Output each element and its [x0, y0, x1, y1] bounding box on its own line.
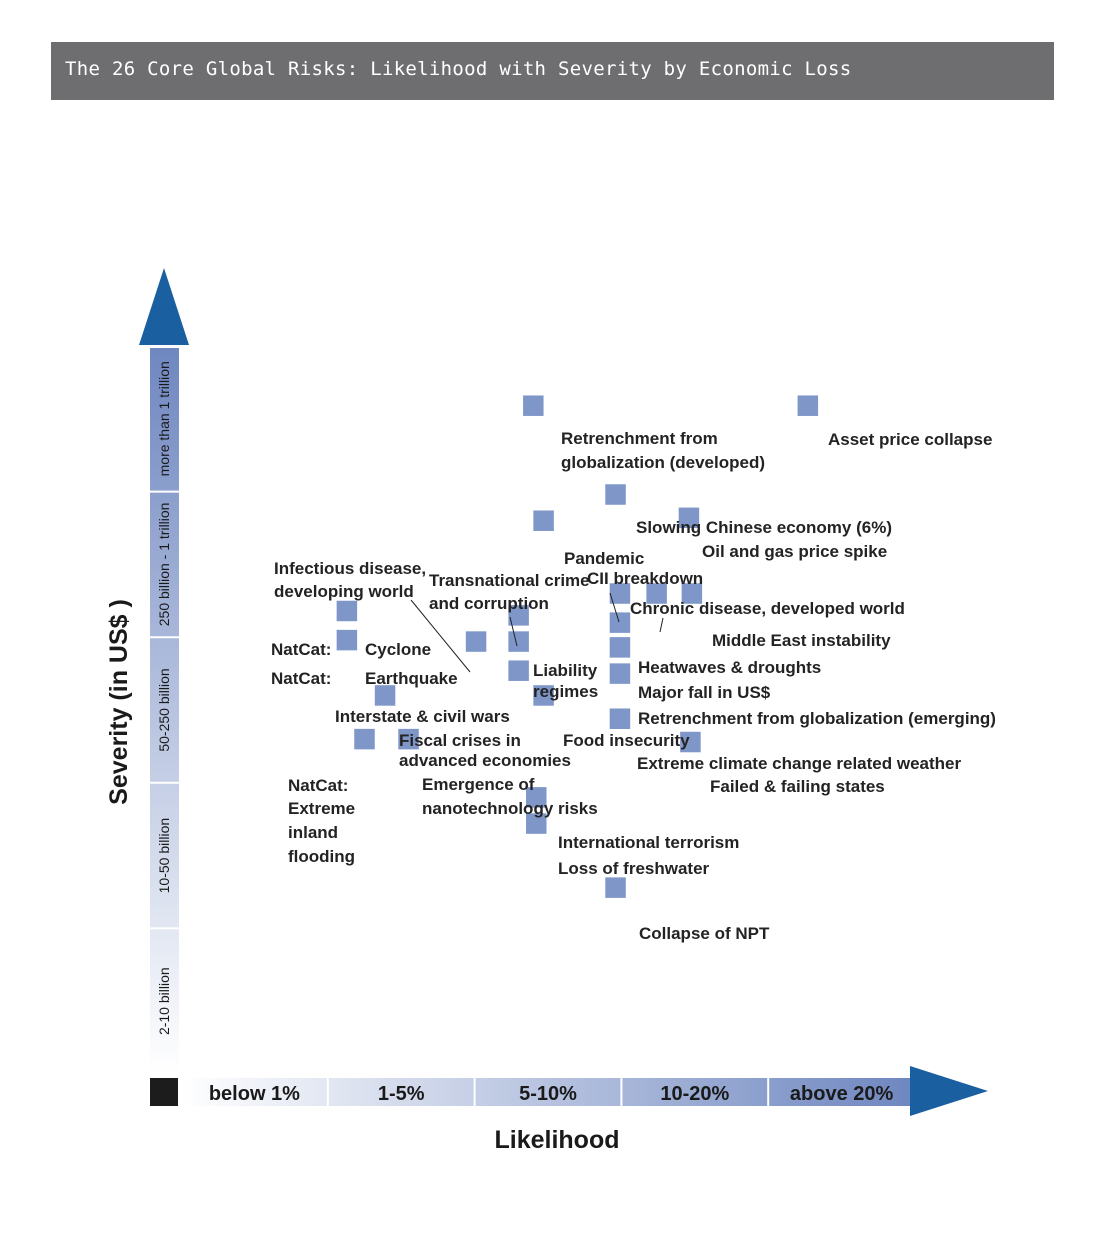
risk-marker: [506, 603, 531, 628]
point-label: Pandemic: [564, 549, 644, 568]
point-label: Middle East instability: [712, 631, 891, 650]
y-axis-dividers: [150, 490, 179, 930]
axis-origin: [150, 1078, 178, 1106]
risk-marker: [506, 658, 531, 683]
risk-marker: [608, 610, 632, 635]
risk-marker: [531, 683, 556, 708]
leader-line-crime: [509, 616, 518, 647]
x-axis-arrow: [910, 1066, 988, 1116]
chart-title: The 26 Core Global Risks: Likelihood wit…: [65, 58, 852, 80]
point-label: Loss of freshwater: [558, 859, 710, 878]
point-label: Slowing Chinese economy (6%): [636, 518, 892, 537]
point-label: NatCat:: [271, 640, 331, 659]
risk-marker: [796, 393, 820, 418]
x-tick-label: 10-20%: [660, 1083, 729, 1105]
point-label: Major fall in US$: [638, 683, 771, 702]
point-label: Collapse of NPT: [639, 924, 770, 943]
point-label: inland: [288, 823, 338, 842]
risk-marker: [677, 506, 701, 530]
point-label: Extreme climate change related weather: [637, 754, 961, 773]
risk-marker: [680, 581, 704, 606]
x-axis-band: [181, 1078, 910, 1106]
risk-marker: [521, 393, 546, 418]
point-label: Emergence of: [422, 775, 535, 794]
leader-line-cii: [609, 592, 620, 623]
risk-marker: [335, 628, 359, 652]
point-label: NatCat:: [288, 776, 348, 795]
y-tick-label: 50-250 billion: [156, 668, 172, 751]
y-axis-ticks: 2-10 billion 10-50 billion 50-250 billion 2…: [156, 361, 172, 1035]
risk-marker: [373, 683, 397, 708]
point-label: globalization (developed): [561, 453, 765, 472]
risk-marker: [608, 661, 632, 686]
point-label: developing world: [274, 582, 414, 601]
x-axis-title: Likelihood: [495, 1126, 620, 1154]
point-label: Heatwaves & droughts: [638, 658, 821, 677]
x-tick-label: 1-5%: [378, 1083, 425, 1105]
y-axis-arrow: [139, 268, 189, 345]
data-markers: [335, 393, 820, 900]
point-label: advanced economies: [399, 751, 571, 770]
risk-marker: [608, 706, 632, 731]
risk-marker: [644, 581, 669, 606]
risk-marker: [608, 581, 632, 606]
point-label: Oil and gas price spike: [702, 542, 887, 561]
x-tick-label: 5-10%: [519, 1083, 577, 1105]
risk-marker: [352, 727, 377, 751]
risk-marker: [524, 785, 549, 810]
point-label: Food insecurity: [563, 731, 690, 750]
point-label: CII breakdown: [587, 569, 703, 588]
risk-marker: [608, 635, 632, 660]
leader-line-infectious: [410, 599, 471, 673]
point-label: flooding: [288, 847, 355, 866]
point-label: Transnational crime: [429, 571, 590, 590]
point-label: NatCat:: [271, 669, 331, 688]
point-label: Cyclone: [365, 640, 431, 659]
y-tick-label: 2-10 billion: [156, 967, 172, 1035]
point-label: Infectious disease,: [274, 559, 426, 578]
y-tick-label: 10-50 billion: [156, 818, 172, 894]
y-tick-label: 250 billion - 1 trillion: [156, 503, 172, 627]
x-axis-dividers: [326, 1078, 770, 1106]
point-label: Retrenchment from: [561, 429, 718, 448]
title-banner: The 26 Core Global Risks: Likelihood wit…: [51, 42, 1054, 100]
point-label: Interstate & civil wars: [335, 707, 510, 726]
risk-marker: [506, 629, 531, 654]
risk-marker: [603, 875, 628, 900]
point-label: International terrorism: [558, 833, 739, 852]
point-label: regimes: [533, 682, 598, 701]
y-tick-label: more than 1 trillion: [156, 361, 172, 476]
leader-line-chronic: [659, 617, 664, 633]
point-label: Earthquake: [365, 669, 458, 688]
risk-marker: [335, 599, 359, 623]
point-label: nanotechnology risks: [422, 799, 598, 818]
point-labels: Retrenchment from globalization (develop…: [271, 429, 996, 943]
x-tick-label: above 20%: [790, 1083, 894, 1105]
risk-marker: [396, 727, 421, 751]
risk-marker: [464, 629, 488, 654]
y-axis-band: [150, 348, 179, 1074]
y-axis-title: Severity (in US$ ): [105, 599, 133, 805]
point-label: and corruption: [429, 594, 549, 613]
point-label: Chronic disease, developed world: [630, 599, 905, 618]
leader-lines: [410, 592, 664, 673]
risk-marker: [603, 482, 628, 507]
x-tick-label: below 1%: [209, 1083, 300, 1105]
risk-marker: [524, 811, 549, 836]
point-label: Asset price collapse: [828, 430, 992, 449]
point-label: Retrenchment from globalization (emergin…: [638, 709, 996, 728]
point-label: Failed & failing states: [710, 777, 885, 796]
point-label: Extreme: [288, 799, 355, 818]
point-label: Liability: [533, 661, 598, 680]
x-axis-ticks: below 1% 1-5% 5-10% 10-20% above 20%: [209, 1083, 894, 1105]
risk-marker: [678, 730, 703, 754]
point-label: Fiscal crises in: [399, 731, 521, 750]
risk-marker: [531, 508, 556, 533]
